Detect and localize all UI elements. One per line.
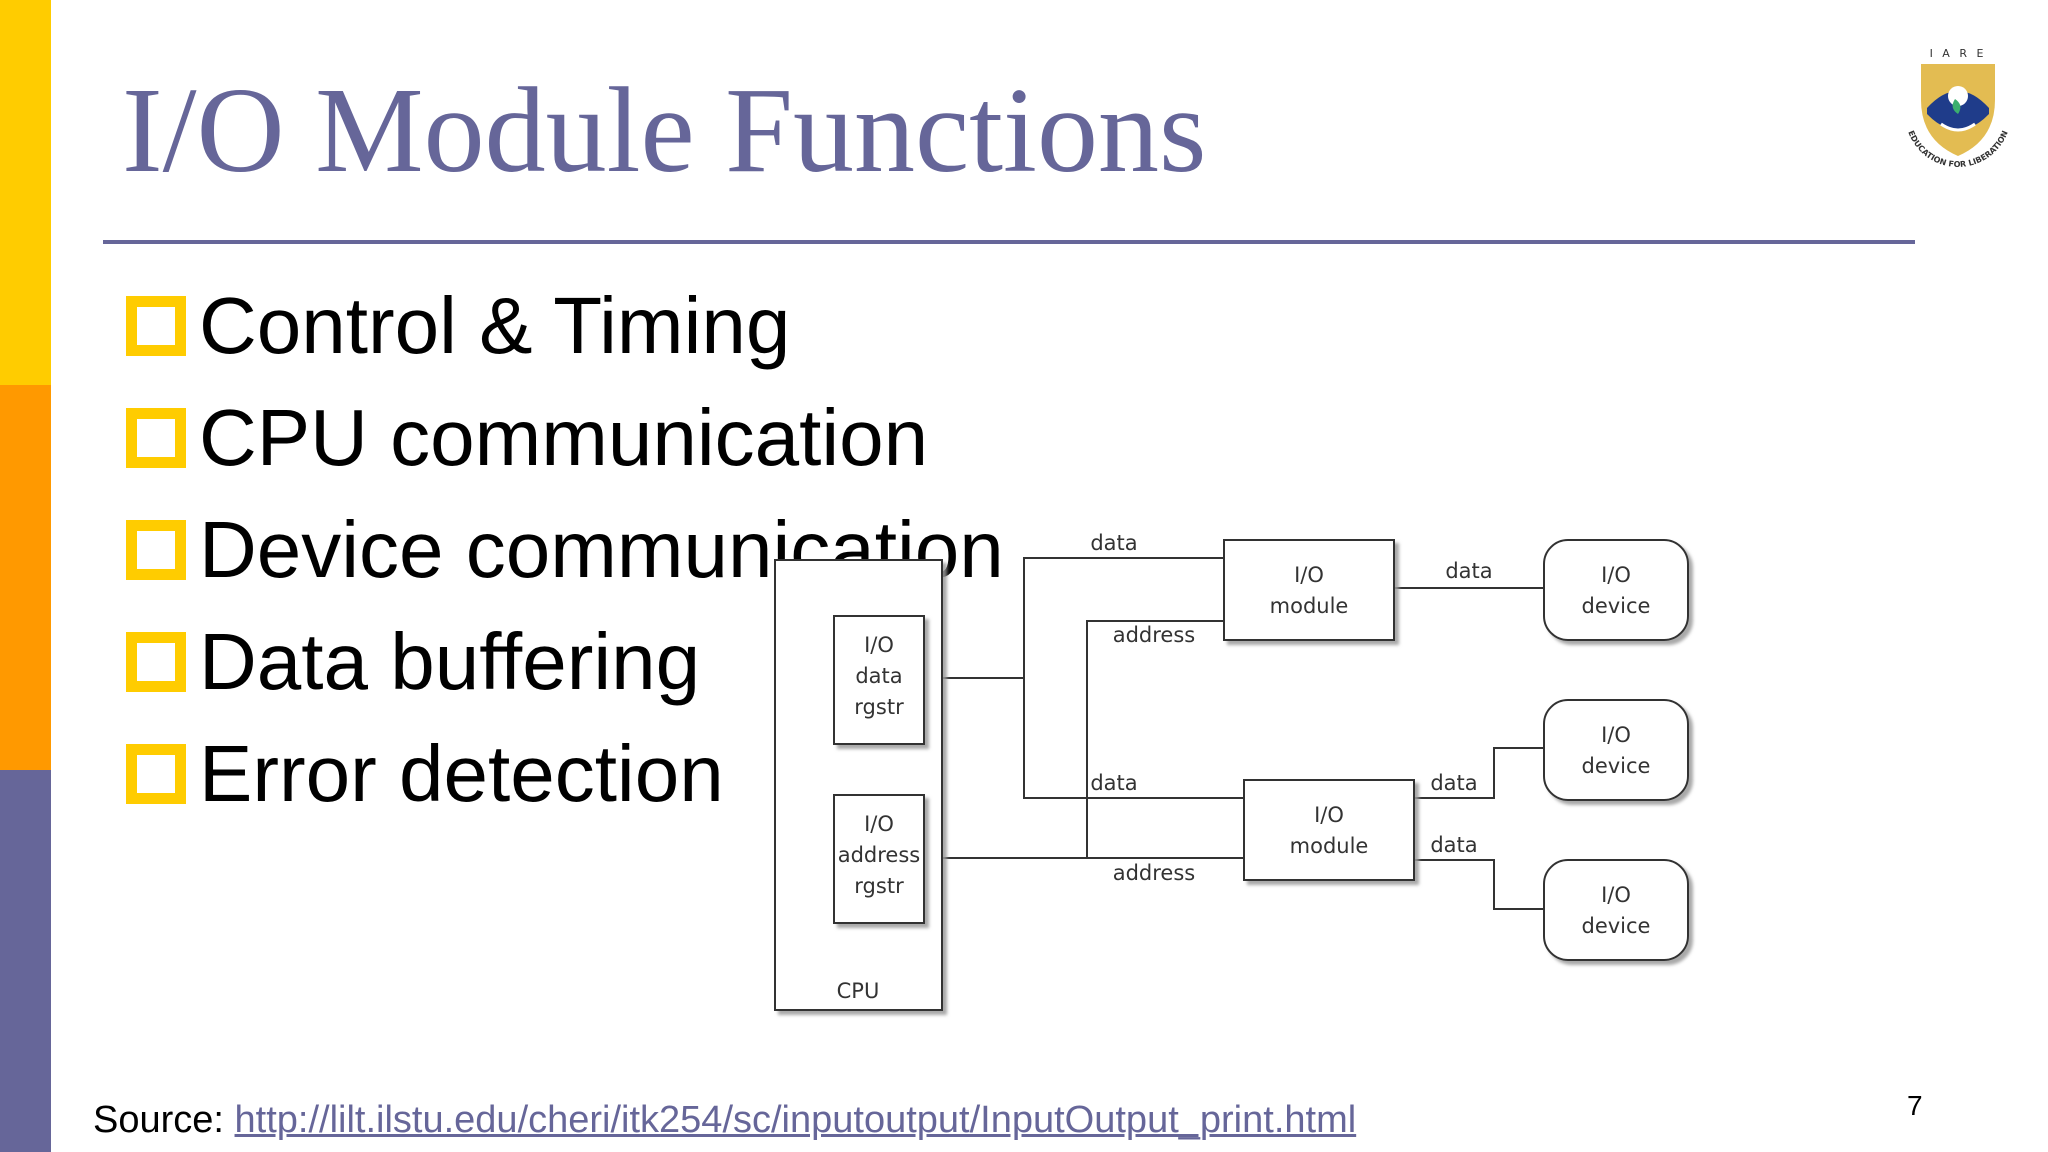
link-label-module2-device1: data [1430, 771, 1477, 795]
bus-label-data-mid: data [1090, 771, 1137, 795]
bullet-square-icon [126, 408, 186, 468]
device-box [1543, 539, 1689, 641]
side-bar-yellow [0, 0, 51, 385]
io-device-1: I/O device [1543, 539, 1689, 641]
title-divider [103, 240, 1915, 244]
bullet-item: Data buffering [126, 606, 1004, 718]
register-line: address [838, 843, 921, 867]
link-label-module2-device2: data [1430, 833, 1477, 857]
bullet-text: Error detection [199, 729, 724, 818]
logo-sun [1948, 86, 1968, 106]
bullet-item: Control & Timing [126, 270, 1004, 382]
bus-label-address-top: address [1113, 623, 1196, 647]
bullet-text: Data buffering [199, 617, 701, 706]
source-citation: Source: http://lilt.ilstu.edu/cheri/itk2… [93, 1099, 1356, 1142]
device-line: device [1582, 754, 1651, 778]
device-line: I/O [1601, 563, 1631, 587]
register-box [833, 615, 925, 745]
bullet-square-icon [126, 296, 186, 356]
register-line: I/O [864, 812, 894, 836]
cpu-label: CPU [837, 979, 880, 1003]
device-box [1543, 699, 1689, 801]
device-box [1543, 859, 1689, 961]
io-module-1: I/O module [1223, 539, 1395, 641]
bullet-list: Control & Timing CPU communication Devic… [126, 270, 1004, 830]
device-line: device [1582, 594, 1651, 618]
source-label: Source: [93, 1099, 235, 1141]
io-module-2: I/O module [1243, 779, 1415, 881]
register-io-address: I/O address rgstr [833, 794, 925, 924]
register-line: data [855, 664, 902, 688]
side-bar-purple [0, 770, 51, 1152]
register-line: rgstr [854, 695, 904, 719]
link-label-module1-device: data [1445, 559, 1492, 583]
register-line: rgstr [854, 874, 904, 898]
bullet-item: Error detection [126, 718, 1004, 830]
module-line: module [1290, 834, 1369, 858]
device-line: I/O [1601, 883, 1631, 907]
register-io-data: I/O data rgstr [833, 615, 925, 745]
logo-hand [1940, 122, 1976, 132]
io-diagram: CPU I/O data rgstr I/O address rgstr I/O… [774, 531, 1689, 1011]
bus-label-address-mid: address [1113, 861, 1196, 885]
register-box [833, 794, 925, 924]
register-line: I/O [864, 633, 894, 657]
bullet-square-icon [126, 632, 186, 692]
bullet-text: CPU communication [199, 393, 929, 482]
source-link[interactable]: http://lilt.ilstu.edu/cheri/itk254/sc/in… [234, 1099, 1357, 1141]
slide-title: I/O Module Functions [122, 63, 1207, 198]
io-device-3: I/O device [1543, 859, 1689, 961]
device-line: device [1582, 914, 1651, 938]
bullet-item: CPU communication [126, 382, 1004, 494]
module-line: I/O [1294, 563, 1324, 587]
logo-leaf [1952, 99, 1961, 114]
module-box [1243, 779, 1415, 881]
iare-logo: I A R E EDUCATION FOR LIBERATION [1906, 47, 2010, 169]
logo-top-text: I A R E [1930, 47, 1987, 60]
page-number: 7 [1907, 1090, 1923, 1121]
io-device-2: I/O device [1543, 699, 1689, 801]
bullet-square-icon [126, 520, 186, 580]
connector-lines [924, 557, 1544, 910]
bullet-square-icon [126, 744, 186, 804]
bus-label-data-top: data [1090, 531, 1137, 555]
module-box [1223, 539, 1395, 641]
module-line: I/O [1314, 803, 1344, 827]
module-line: module [1270, 594, 1349, 618]
side-bar-orange [0, 385, 51, 770]
bullet-text: Control & Timing [199, 281, 791, 370]
device-line: I/O [1601, 723, 1631, 747]
